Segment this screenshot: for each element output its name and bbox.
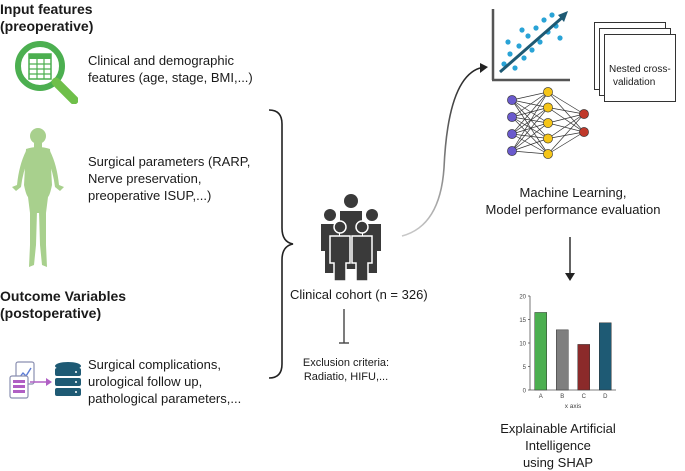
- ml-to-xai-arrow: [565, 237, 575, 281]
- neural-node: [507, 146, 517, 156]
- ml-caption-line1: Machine Learning,: [519, 185, 627, 200]
- xai-caption-line2: using SHAP: [522, 455, 594, 470]
- bar-C: [577, 344, 590, 391]
- grouping-brace: [268, 109, 294, 379]
- outcome-line2: urological follow up,: [88, 374, 203, 389]
- input-heading-line1: Input features: [0, 1, 93, 17]
- neural-network-icon: [507, 87, 589, 159]
- neural-node: [507, 112, 517, 122]
- clinical-features-line1: Clinical and demographic: [88, 53, 234, 68]
- outcome-line1: Surgical complications,: [88, 357, 221, 372]
- xai-caption: Explainable Artificial Intelligence usin…: [470, 420, 646, 471]
- neural-node: [543, 87, 553, 97]
- outcome-variables-heading: Outcome Variables (postoperative): [0, 288, 126, 322]
- bar-A: [534, 312, 547, 391]
- surgical-parameters-line2: Nerve preservation,: [88, 171, 202, 186]
- nested-cv-line2: validation: [613, 77, 656, 88]
- ml-caption-line2: Model performance evaluation: [485, 202, 661, 217]
- y-tick-label: 20: [519, 295, 526, 301]
- neural-node: [507, 129, 517, 139]
- outcome-heading-line1: Outcome Variables: [0, 288, 127, 304]
- clinical-features-line2: features (age, stage, BMI,...): [88, 70, 253, 85]
- exclusion-connector: [339, 309, 349, 344]
- patient-group-icon: [321, 194, 381, 282]
- x-tick-label: D: [603, 394, 608, 400]
- neural-node: [579, 109, 589, 119]
- neural-node: [543, 133, 553, 144]
- exclusion-criteria-text: Exclusion criteria: Radiatio, HIFU,...: [296, 356, 396, 384]
- documents-database-icon: [9, 361, 81, 399]
- outcome-heading-line2: (postoperative): [0, 305, 102, 321]
- xai-caption-line1: Explainable Artificial Intelligence: [500, 421, 616, 453]
- exclusion-line1: Exclusion criteria:: [302, 357, 390, 369]
- surgical-parameters-text: Surgical parameters (RARP, Nerve preserv…: [88, 153, 250, 204]
- neural-node: [579, 127, 589, 137]
- cohort-to-ml-arrow: [401, 63, 488, 237]
- x-tick-label: C: [582, 394, 587, 400]
- y-tick-label: 0: [523, 389, 527, 395]
- neural-node: [543, 149, 553, 159]
- human-body-icon: [12, 128, 64, 267]
- outcome-line3: pathological parameters,...: [88, 391, 242, 406]
- x-axis-label: x axis: [565, 403, 582, 410]
- nested-cv-card: Nested cross- validation: [604, 34, 676, 102]
- y-tick-label: 5: [523, 365, 527, 371]
- neural-node: [507, 95, 517, 105]
- surgical-parameters-line1: Surgical parameters (RARP,: [88, 154, 251, 169]
- y-tick-label: 15: [519, 318, 526, 324]
- neural-node: [543, 102, 553, 113]
- y-tick-label: 10: [519, 342, 526, 348]
- outcome-items-text: Surgical complications, urological follo…: [88, 356, 241, 407]
- cohort-label: Clinical cohort (n = 326): [290, 287, 428, 302]
- ml-caption: Machine Learning, Model performance eval…: [468, 184, 678, 218]
- exclusion-line2: Radiatio, HIFU,...: [303, 371, 389, 383]
- clinical-features-text: Clinical and demographic features (age, …: [88, 52, 253, 86]
- nested-cv-line1: Nested cross-: [609, 64, 671, 75]
- surgical-parameters-line3: preoperative ISUP,...): [88, 188, 212, 203]
- shap-bar-chart: 0 5 10 15 20A B C Dx axis: [519, 295, 616, 410]
- bar-D: [599, 322, 612, 391]
- scatter-plot-icon: [491, 9, 570, 82]
- input-heading-line2: (preoperative): [0, 18, 94, 34]
- magnifier-spreadsheet-icon: [15, 41, 78, 104]
- x-tick-label: A: [539, 394, 543, 400]
- x-tick-label: B: [560, 394, 564, 400]
- bar-B: [556, 329, 569, 391]
- neural-node: [543, 118, 553, 128]
- input-features-heading: Input features (preoperative): [0, 1, 93, 35]
